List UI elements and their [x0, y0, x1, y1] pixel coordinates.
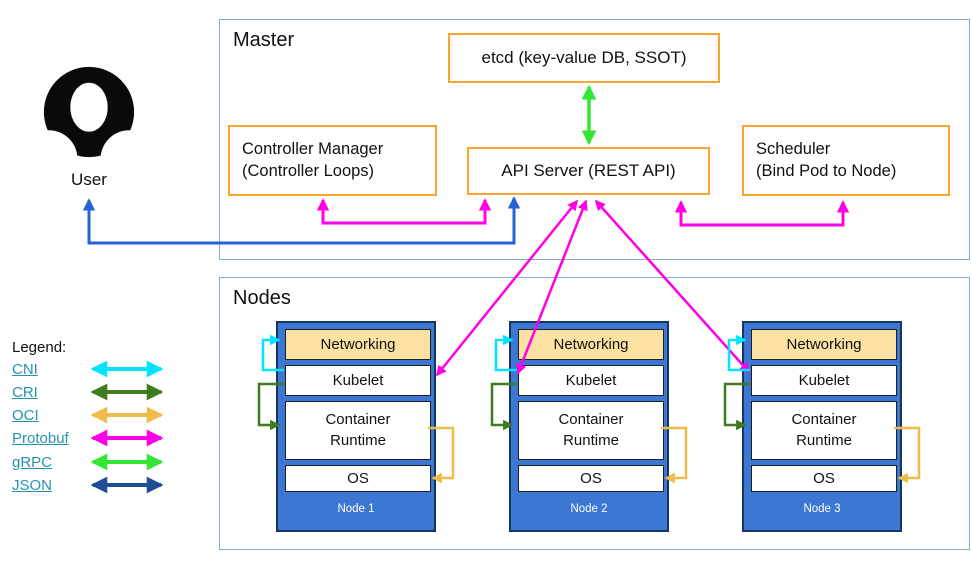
scheduler-label-line2: (Bind Pod to Node): [756, 161, 897, 180]
controller-manager-box: Controller Manager (Controller Loops): [228, 125, 437, 196]
nodes-section-title: Nodes: [233, 287, 291, 309]
legend-link-json[interactable]: JSON: [12, 477, 53, 494]
legend-title: Legend:: [12, 339, 67, 356]
kubelet-box: Kubelet: [285, 365, 431, 396]
controller-manager-label-line1: Controller Manager: [242, 139, 384, 158]
controller-manager-label-line2: (Controller Loops): [242, 161, 375, 180]
scheduler-box: Scheduler (Bind Pod to Node): [742, 125, 950, 196]
user-icon: [41, 66, 137, 160]
networking-box: Networking: [285, 329, 431, 360]
kubelet-box: Kubelet: [518, 365, 664, 396]
networking-box: Networking: [751, 329, 897, 360]
os-box: OS: [751, 465, 897, 492]
node-3: Networking Kubelet Container Runtime OS …: [742, 321, 902, 532]
legend-link-cri[interactable]: CRI: [12, 384, 38, 401]
legend-link-protobuf[interactable]: Protobuf: [12, 430, 69, 447]
os-box: OS: [285, 465, 431, 492]
node-2: Networking Kubelet Container Runtime OS …: [509, 321, 669, 532]
node-3-label: Node 3: [803, 503, 841, 515]
os-box: OS: [518, 465, 664, 492]
kubelet-box: Kubelet: [751, 365, 897, 396]
scheduler-label-line1: Scheduler: [756, 139, 831, 158]
api-server-label: API Server (REST API): [501, 161, 676, 180]
api-server-box: API Server (REST API): [467, 147, 710, 195]
legend-link-oci[interactable]: OCI: [12, 407, 39, 424]
container-runtime-box: Container Runtime: [518, 401, 664, 460]
etcd-box: etcd (key-value DB, SSOT): [448, 33, 720, 83]
container-runtime-box: Container Runtime: [751, 401, 897, 460]
node-1-label: Node 1: [337, 503, 375, 515]
etcd-label: etcd (key-value DB, SSOT): [481, 48, 687, 67]
legend-link-grpc[interactable]: gRPC: [12, 454, 53, 471]
node-2-label: Node 2: [570, 503, 608, 515]
container-runtime-box: Container Runtime: [285, 401, 431, 460]
user-label: User: [71, 170, 107, 189]
master-section-title: Master: [233, 29, 295, 51]
legend-link-cni[interactable]: CNI: [12, 361, 38, 378]
networking-box: Networking: [518, 329, 664, 360]
node-1: Networking Kubelet Container Runtime OS …: [276, 321, 436, 532]
